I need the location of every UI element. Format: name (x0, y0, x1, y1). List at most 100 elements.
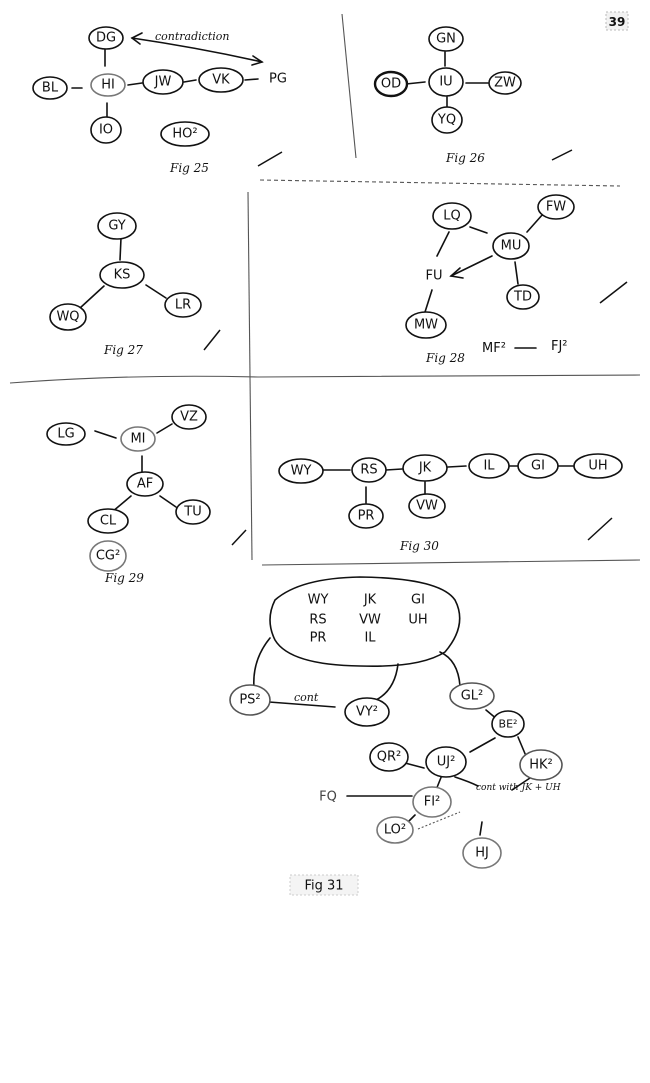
node-ellipse (428, 67, 464, 97)
node-label: BE² (499, 718, 518, 731)
node-ellipse (376, 816, 414, 844)
figure-caption: Fig 25 (169, 161, 209, 175)
divider-line (261, 559, 641, 566)
figure-caption: Fig 29 (104, 571, 144, 585)
node-label: YQ (437, 113, 456, 128)
node-ellipse (449, 682, 495, 710)
node-ellipse (425, 746, 467, 778)
figure-caption: Fig 28 (425, 351, 465, 365)
node-label: HI (101, 78, 115, 93)
node-ellipse (408, 493, 446, 519)
node-label: HK² (529, 758, 553, 773)
node-label: IO (99, 123, 113, 138)
node-label: HO² (172, 127, 197, 142)
annotation-contradiction: contradiction (155, 30, 229, 43)
edge (159, 495, 177, 508)
edge (454, 776, 479, 787)
edge (385, 468, 403, 471)
node-label: UH (588, 459, 607, 474)
node-ellipse (90, 73, 126, 97)
node-label: OD (381, 77, 401, 92)
node-label: JW (154, 75, 172, 90)
node-ellipse (175, 499, 211, 525)
node-label: VW (416, 499, 438, 514)
page-number: 39 (609, 15, 626, 29)
divider-line (9, 374, 641, 384)
node-label: VY² (356, 705, 378, 720)
node-label: FQ (319, 790, 337, 805)
node-ellipse (99, 261, 145, 289)
node-ellipse (402, 454, 448, 482)
figure-31: WY JK GI RS VW UH PR IL cont cont with J… (229, 576, 563, 896)
node-ellipse (517, 453, 559, 479)
node-ellipse (126, 471, 164, 497)
cluster-item: GI (411, 593, 425, 608)
node-label: GN (436, 32, 456, 47)
dotted-edge (417, 811, 461, 830)
node-label: WY (291, 464, 312, 479)
figure-29: LG MI VZ AF CL TU CG² Fig 29 (46, 404, 247, 585)
node-label: GL² (461, 689, 484, 704)
node-ellipse (87, 508, 129, 534)
divider-line (259, 179, 621, 187)
edge (469, 737, 496, 753)
node-label: CL (100, 514, 117, 529)
node-label: JK (418, 461, 432, 476)
node-ellipse (412, 786, 452, 818)
check-mark-icon (203, 329, 221, 351)
node-label: LG (57, 427, 74, 442)
node-label: BL (42, 81, 59, 96)
node-label: FI² (424, 795, 441, 810)
node-ellipse (432, 202, 472, 230)
node-label: DG (96, 31, 116, 46)
edge (439, 651, 461, 687)
figure-25: contradiction DG BL HI JW VK PG IO HO² F… (32, 26, 287, 175)
node-ellipse (120, 426, 156, 452)
arrow-edge (450, 255, 493, 277)
node-ellipse (492, 232, 530, 260)
cluster-item: WY (308, 593, 329, 608)
caption-box (289, 874, 359, 896)
node-ellipse (229, 684, 271, 716)
edge (156, 423, 173, 434)
node-label: VK (212, 73, 230, 88)
figure-26: GN OD IU ZW YQ Fig 26 (373, 26, 573, 165)
node-label: LR (175, 298, 191, 313)
check-mark-icon (599, 281, 628, 304)
node-label: ZW (494, 76, 516, 91)
contradiction-arrow (131, 37, 263, 63)
node-ellipse (171, 404, 207, 430)
figure-30: WY RS JK IL GI UH PR VW Fig 30 (278, 453, 623, 553)
node-ellipse (519, 749, 563, 781)
node-label: PR (358, 509, 375, 524)
arrowhead (130, 32, 143, 45)
edge (253, 637, 271, 689)
check-mark-icon (587, 517, 613, 541)
check-mark-icon (231, 529, 247, 546)
node-ellipse (373, 70, 409, 98)
node-ellipse (428, 26, 464, 52)
node-label: HJ (475, 846, 489, 861)
cluster-item: PR (310, 631, 327, 646)
node-ellipse (46, 422, 86, 446)
edge-label-cont: cont (294, 691, 319, 704)
edge (183, 79, 197, 83)
node-label: MW (414, 318, 438, 333)
edge (127, 82, 143, 86)
node-ellipse (468, 453, 510, 479)
node-ellipse (278, 458, 324, 484)
edge (469, 226, 488, 234)
node-ellipse (97, 212, 137, 240)
edge-label-text: cont with JK + UH (476, 783, 561, 793)
node-ellipse (369, 742, 409, 772)
edge (526, 213, 544, 233)
node-label: RS (360, 463, 377, 478)
edge (436, 231, 450, 257)
cluster-item: RS (309, 613, 326, 628)
node-ellipse (164, 292, 202, 318)
node-label: FU (426, 269, 443, 284)
node-ellipse (344, 697, 390, 727)
node-label: GY (108, 219, 125, 234)
edge (119, 237, 122, 261)
divider-line (247, 191, 253, 561)
